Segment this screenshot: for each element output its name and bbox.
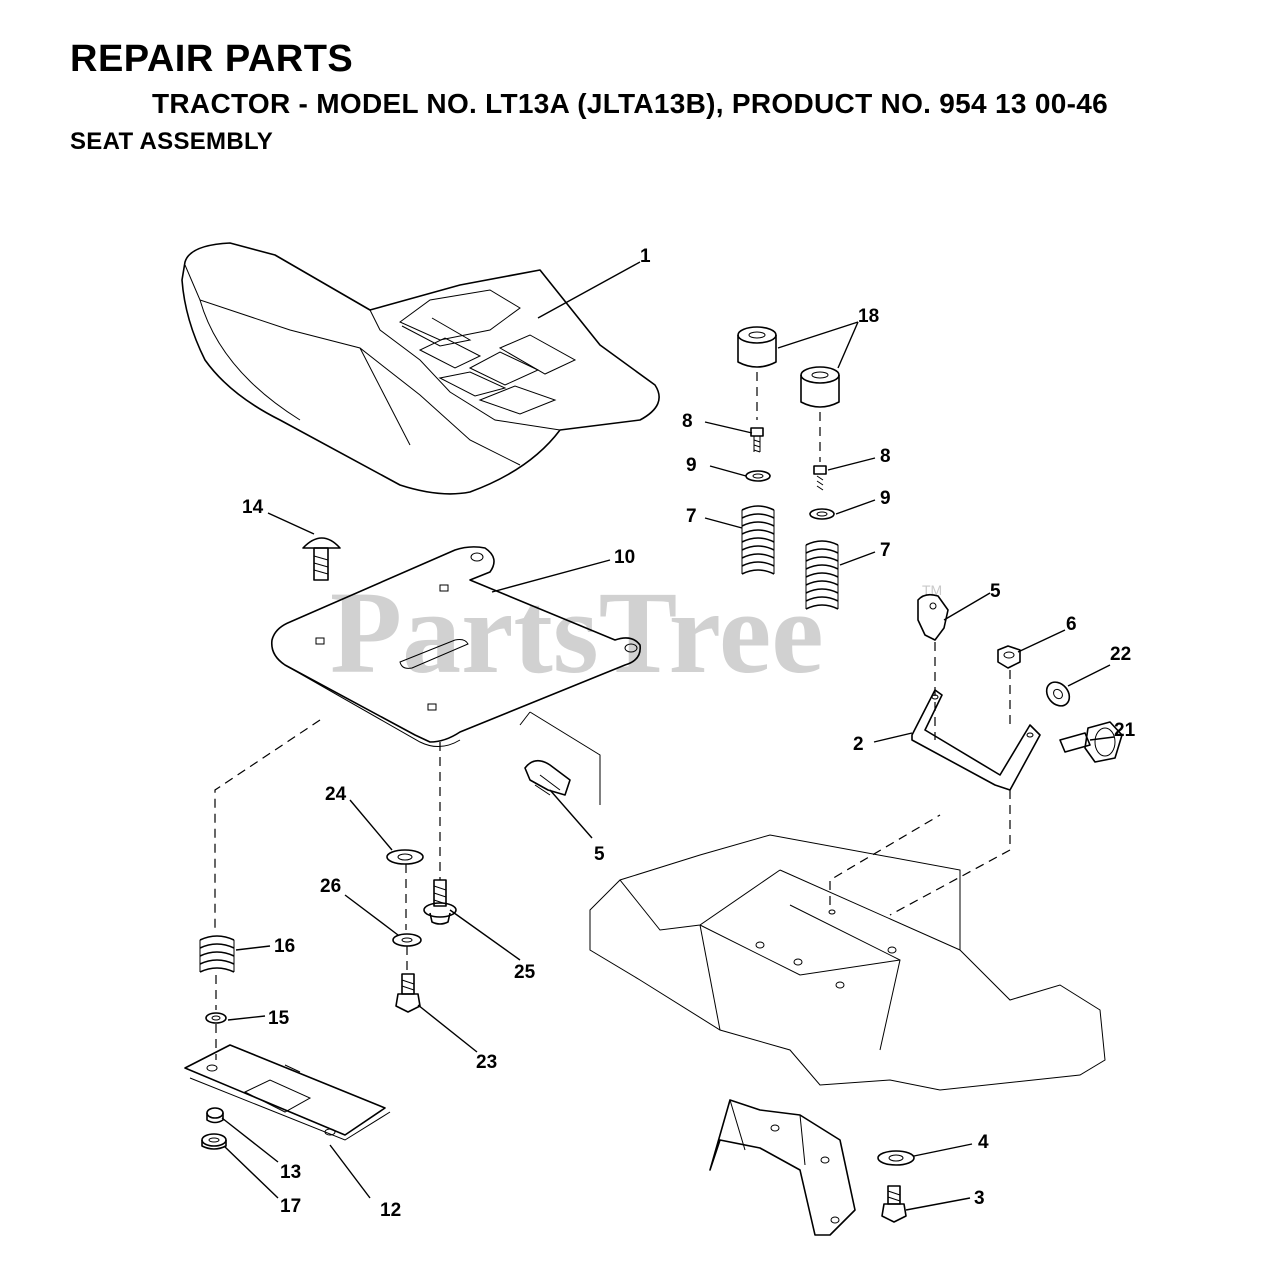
hex-nut xyxy=(997,645,1021,669)
screw-left xyxy=(750,427,764,453)
callout-5: 5 xyxy=(594,844,605,865)
callout-7: 7 xyxy=(686,506,697,527)
callout-17: 17 xyxy=(280,1196,301,1217)
guide-line xyxy=(214,719,321,930)
callout-10: 10 xyxy=(614,547,635,568)
callout-3: 3 xyxy=(974,1188,985,1209)
model-subtitle: TRACTOR - MODEL NO. LT13A (JLTA13B), PRO… xyxy=(152,88,1108,119)
callout-8: 8 xyxy=(880,446,891,467)
lower-bracket xyxy=(709,1099,856,1236)
seat-switch-upper xyxy=(917,593,949,641)
guide-line xyxy=(829,814,941,905)
callout-1: 1 xyxy=(640,246,651,267)
screw-right xyxy=(813,465,827,491)
callout-16: 16 xyxy=(274,936,295,957)
callout-13: 13 xyxy=(280,1162,301,1183)
washer-15 xyxy=(205,1012,227,1024)
washer-4 xyxy=(877,1150,915,1166)
guide-line xyxy=(889,790,1011,916)
lock-washer-26 xyxy=(392,933,422,947)
washer-left xyxy=(745,470,771,482)
seat-switch-lower xyxy=(524,759,571,796)
watermark-trademark: TM xyxy=(922,582,942,598)
leader-lines xyxy=(221,261,1115,1211)
callout-15: 15 xyxy=(268,1008,290,1029)
washer-17 xyxy=(201,1133,227,1150)
shoulder-screw-25 xyxy=(423,879,457,925)
callout-25: 25 xyxy=(514,962,536,983)
spring-right xyxy=(805,540,839,610)
callout-9: 9 xyxy=(880,488,891,509)
callout-6: 6 xyxy=(1066,614,1077,635)
watermark-text: PartsTree xyxy=(330,567,824,698)
screw-3 xyxy=(881,1185,907,1223)
callout-8: 8 xyxy=(682,411,693,432)
callout-14: 14 xyxy=(242,497,264,518)
spring-16 xyxy=(199,935,235,973)
callout-22: 22 xyxy=(1110,644,1131,665)
callout-7: 7 xyxy=(880,540,891,561)
tractor-frame xyxy=(589,834,1106,1091)
page-title: REPAIR PARTS xyxy=(70,38,354,80)
callout-26: 26 xyxy=(320,876,341,897)
adjuster-plate-12 xyxy=(184,1044,391,1141)
washer-24 xyxy=(386,849,424,865)
hex-bolt-23 xyxy=(395,973,421,1013)
washer-right xyxy=(809,508,835,520)
shoulder-bolt xyxy=(1059,721,1123,763)
bumper-right xyxy=(800,366,840,408)
callout-2: 2 xyxy=(853,734,864,755)
mounting-bracket xyxy=(911,689,1041,791)
spring-left xyxy=(741,505,775,575)
callout-5: 5 xyxy=(990,581,1001,602)
seat-pan xyxy=(270,546,642,805)
callout-9: 9 xyxy=(686,455,697,476)
callout-24: 24 xyxy=(325,784,347,805)
carriage-bolt xyxy=(302,537,341,581)
callout-12: 12 xyxy=(380,1200,401,1221)
callout-18: 18 xyxy=(858,306,879,327)
flat-washer-22 xyxy=(1045,681,1071,707)
callout-23: 23 xyxy=(476,1052,497,1073)
section-title: SEAT ASSEMBLY xyxy=(70,128,274,155)
callout-4: 4 xyxy=(978,1132,989,1153)
seat-part xyxy=(181,242,660,495)
callout-21: 21 xyxy=(1114,720,1136,741)
bumper-left xyxy=(737,326,777,368)
nut-13 xyxy=(206,1107,224,1124)
